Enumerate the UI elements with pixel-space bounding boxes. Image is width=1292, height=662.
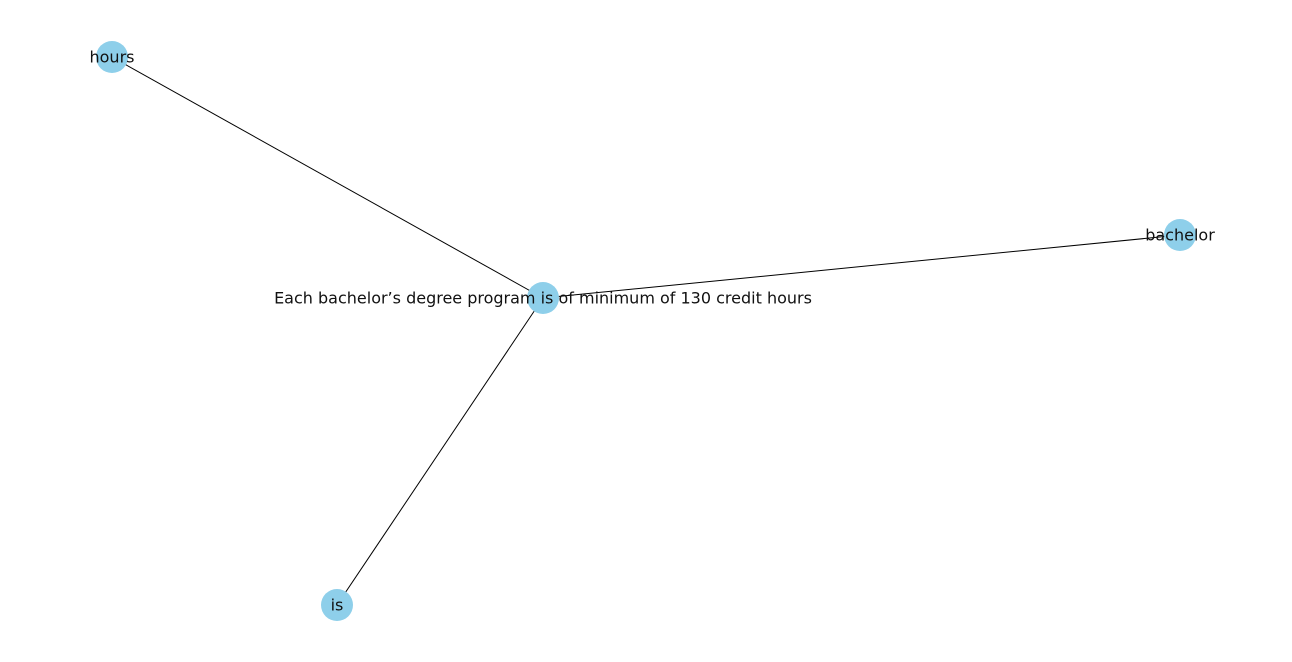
node-bachelor xyxy=(1164,219,1196,251)
node-label-center: Each bachelor’s degree program is of min… xyxy=(274,289,812,308)
edges-layer xyxy=(111,56,1181,606)
node-label-is: is xyxy=(331,596,344,615)
nodes-layer xyxy=(96,41,1196,621)
edge-center-bachelor xyxy=(542,234,1181,299)
node-center xyxy=(527,282,559,314)
node-label-hours: hours xyxy=(90,48,135,67)
labels-layer: Each bachelor’s degree program is of min… xyxy=(90,48,1216,615)
node-hours xyxy=(96,41,128,73)
node-label-bachelor: bachelor xyxy=(1145,226,1215,245)
node-is xyxy=(321,589,353,621)
edge-center-hours xyxy=(111,56,544,299)
edge-center-is xyxy=(336,297,544,606)
